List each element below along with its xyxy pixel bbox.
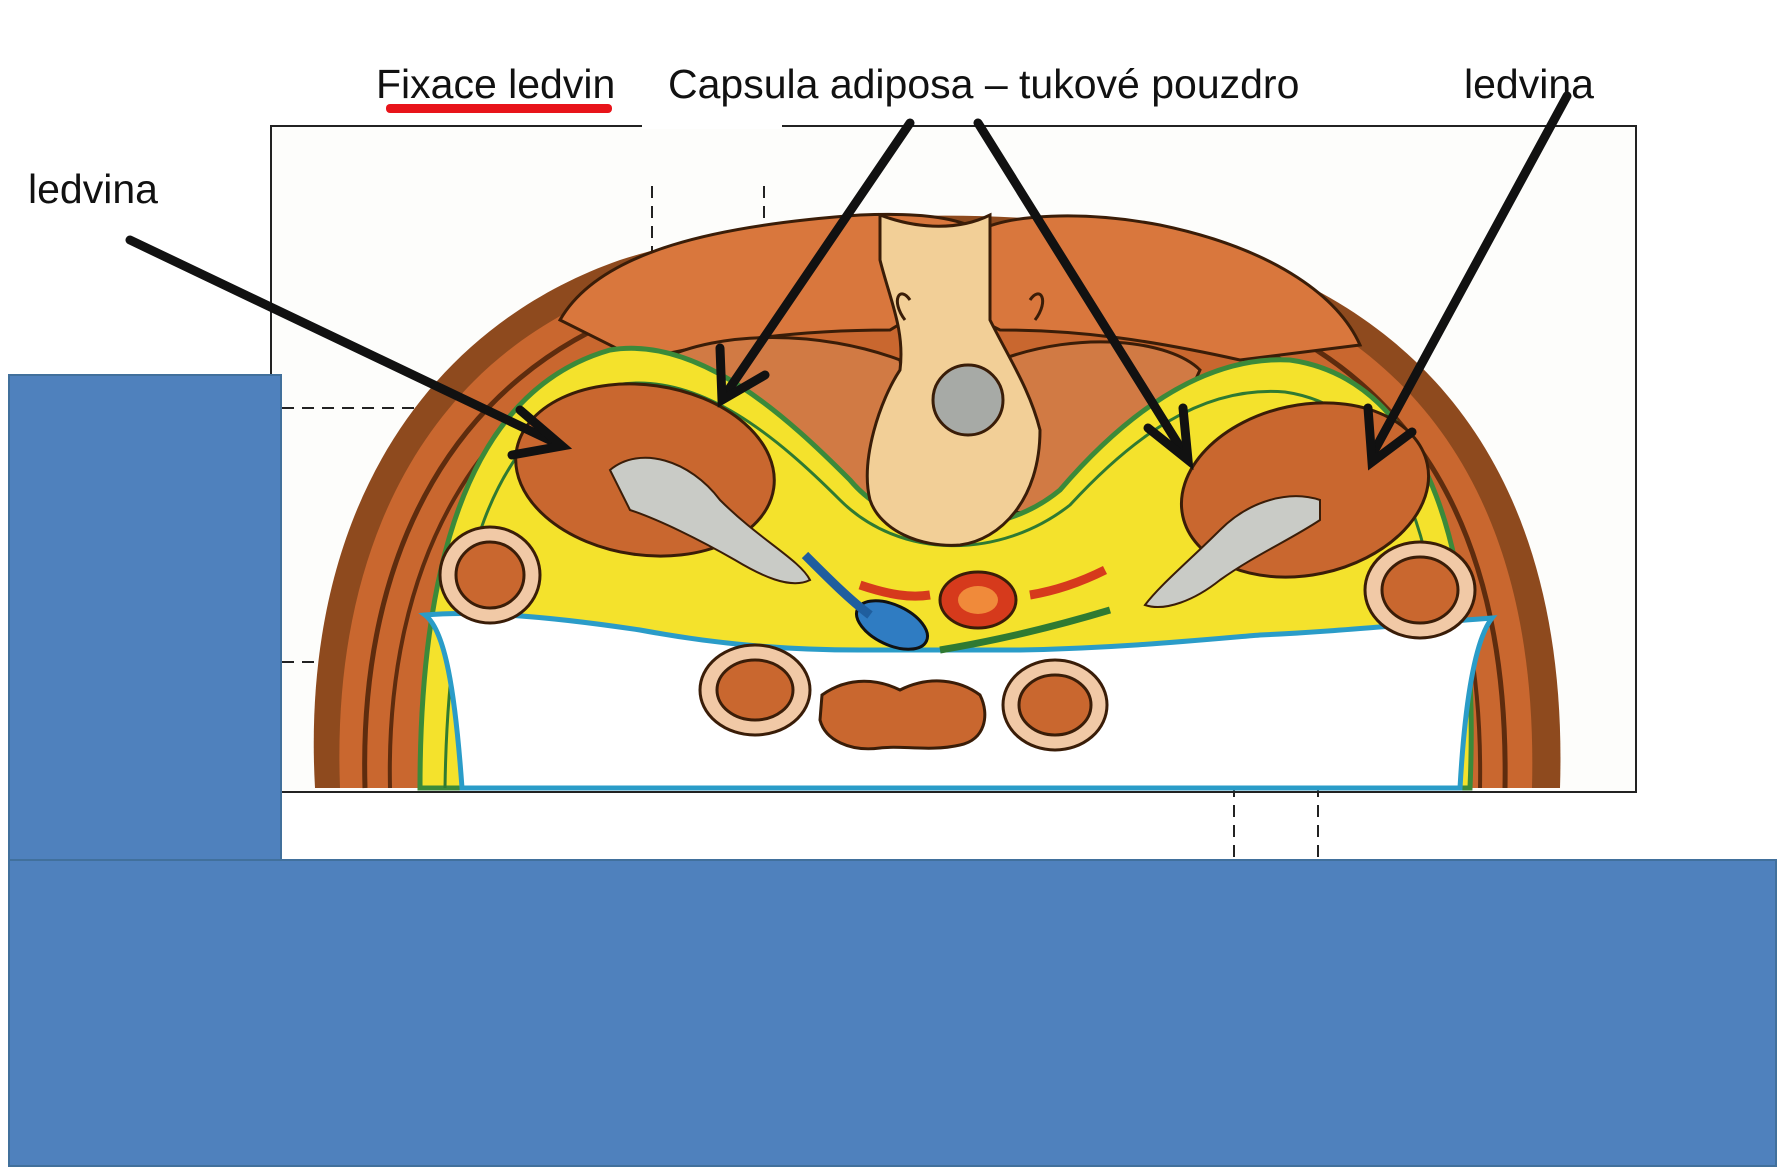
ledvina-right-label: ledvina [1464,64,1594,105]
overlay-box-left [8,374,282,864]
title-label: Fixace ledvin [376,64,615,105]
spinal-canal [933,365,1003,435]
ledvina-left-label: ledvina [28,169,158,210]
capsula-adiposa-label: Capsula adiposa – tukové pouzdro [668,64,1299,105]
small-intestine [820,681,985,749]
title-underline [386,104,612,113]
overlay-box-bottom [8,859,1777,1167]
